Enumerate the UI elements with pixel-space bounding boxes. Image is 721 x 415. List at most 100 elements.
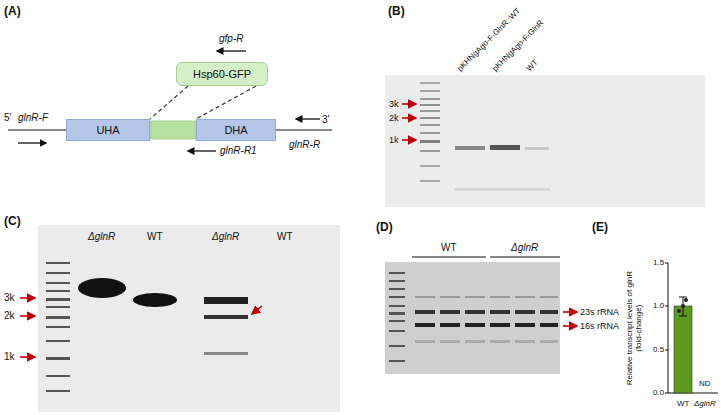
agarose-gel bbox=[385, 75, 705, 207]
band-arrow bbox=[563, 325, 577, 327]
figure-label: ΔglnR bbox=[212, 231, 239, 243]
agarose-gel bbox=[46, 262, 70, 392]
figure-label: ΔglnR bbox=[694, 399, 716, 408]
agarose-gel bbox=[490, 145, 520, 150]
chart-axis bbox=[668, 263, 669, 393]
agarose-gel bbox=[420, 82, 440, 182]
rna-gel bbox=[465, 323, 485, 327]
figure-label: glnR-F bbox=[18, 112, 48, 124]
data-point bbox=[684, 298, 688, 302]
rna-gel bbox=[490, 296, 510, 298]
gfp-insert bbox=[150, 121, 196, 139]
rna-gel bbox=[515, 340, 535, 343]
error-bar bbox=[679, 316, 687, 317]
insertion-connector bbox=[150, 86, 188, 119]
rna-gel bbox=[389, 280, 405, 282]
agarose-gel bbox=[46, 316, 70, 319]
rna-gel bbox=[515, 296, 535, 298]
agarose-gel bbox=[204, 297, 248, 304]
figure-label: 3k bbox=[389, 99, 399, 109]
agarose-gel bbox=[38, 225, 340, 412]
agarose-gel bbox=[385, 75, 705, 207]
chart-axis bbox=[665, 263, 668, 264]
gfp-insert bbox=[150, 121, 196, 139]
figure-label: ND bbox=[699, 379, 711, 388]
insertion-connector bbox=[196, 86, 256, 119]
rna-gel bbox=[440, 296, 460, 298]
agarose-gel bbox=[420, 180, 440, 182]
primer-arrow bbox=[217, 50, 246, 51]
agarose-gel bbox=[420, 82, 440, 84]
figure-label: glnR-R bbox=[289, 139, 320, 151]
figure-label: WT bbox=[147, 231, 163, 243]
agarose-gel bbox=[46, 390, 70, 392]
data-point bbox=[681, 304, 685, 308]
band-arrow bbox=[563, 311, 577, 313]
rna-gel bbox=[465, 310, 485, 314]
primer-arrow bbox=[188, 150, 216, 151]
figure-label: 3' bbox=[322, 114, 329, 126]
agarose-gel bbox=[420, 140, 440, 143]
agarose-gel bbox=[420, 124, 440, 126]
figure-label: WT bbox=[277, 231, 293, 243]
data-point bbox=[677, 309, 681, 313]
figure-label: 0.0 bbox=[653, 388, 664, 397]
rna-gel bbox=[389, 288, 405, 290]
figure-label: glnR-R1 bbox=[220, 145, 257, 157]
rna-gel bbox=[389, 272, 405, 362]
axis-title: Relative transcript levels of glnR (fold… bbox=[625, 263, 643, 393]
agarose-gel bbox=[204, 352, 248, 355]
error-bar bbox=[679, 297, 687, 316]
rna-gel bbox=[389, 312, 405, 315]
panel-letter: (C) bbox=[4, 215, 21, 229]
agarose-gel bbox=[46, 272, 70, 274]
rna-gel bbox=[389, 305, 405, 307]
lane-label: WT bbox=[525, 58, 540, 73]
agarose-gel bbox=[78, 278, 126, 298]
bar bbox=[674, 306, 692, 393]
agarose-gel bbox=[420, 117, 440, 119]
figure-label: 1k bbox=[389, 135, 399, 145]
rna-gel bbox=[415, 323, 435, 327]
gene-cassette-box: Hsp60-GFP bbox=[176, 62, 268, 86]
figure-label: WT bbox=[441, 242, 457, 254]
agarose-gel bbox=[46, 375, 70, 377]
agarose-gel bbox=[46, 326, 70, 328]
primer-arrow bbox=[18, 142, 46, 143]
rna-gel bbox=[389, 360, 405, 362]
rna-gel bbox=[490, 310, 510, 314]
rna-gel bbox=[440, 323, 460, 327]
rna-gel bbox=[389, 320, 405, 322]
agarose-gel bbox=[420, 110, 440, 112]
rna-gel bbox=[389, 345, 405, 347]
node-text: Hsp60-GFP bbox=[193, 68, 251, 80]
rna-gel bbox=[540, 296, 558, 298]
figure-label: 16s rRNA bbox=[580, 321, 619, 331]
chart-axis bbox=[665, 350, 668, 351]
size-marker-arrow bbox=[402, 139, 416, 141]
band-arrow bbox=[563, 312, 577, 326]
agarose-gel bbox=[46, 262, 70, 264]
rna-gel bbox=[515, 310, 535, 314]
panel-letter: (D) bbox=[376, 221, 393, 235]
rna-gel bbox=[389, 272, 405, 274]
figure-label: 23s rRNA bbox=[580, 307, 619, 317]
size-marker-arrow bbox=[20, 298, 262, 357]
size-marker-arrow bbox=[402, 103, 416, 105]
agarose-gel bbox=[420, 165, 440, 167]
homology-arm-box: DHA bbox=[196, 119, 276, 141]
rna-gel bbox=[415, 296, 558, 343]
figure-label: 2k bbox=[4, 310, 15, 322]
figure-label: 1k bbox=[4, 351, 15, 363]
rna-gel bbox=[540, 323, 558, 327]
panel-letter: (E) bbox=[592, 221, 608, 235]
rna-gel bbox=[385, 262, 560, 374]
node-text: UHA bbox=[96, 124, 119, 136]
rna-gel bbox=[515, 323, 535, 327]
agarose-gel bbox=[133, 293, 177, 307]
homology-arm-box: UHA bbox=[66, 119, 150, 141]
rna-gel bbox=[540, 340, 558, 343]
primer-arrow bbox=[18, 51, 320, 151]
figure-label: 5' bbox=[4, 112, 11, 124]
